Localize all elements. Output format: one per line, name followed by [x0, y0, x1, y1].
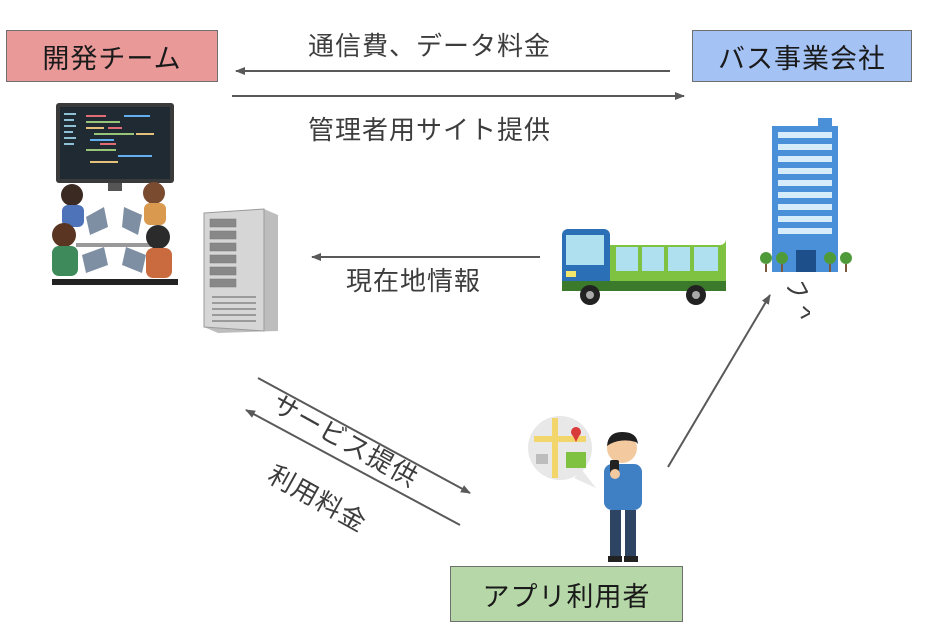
usage-fee-arrow: [245, 409, 461, 526]
app-user-node: アプリ利用者: [450, 566, 683, 622]
bus-illustration: [562, 229, 726, 305]
location-label: 現在地情報: [346, 267, 482, 297]
feedback-arrow: [667, 294, 771, 468]
service-arrow: [257, 377, 471, 494]
bus-company-node: バス事業会社: [692, 30, 912, 82]
dev-team-illustration: [52, 103, 178, 285]
app-user-illustration: [604, 432, 642, 562]
admin-site-label: 管理者用サイト提供: [308, 116, 552, 146]
office-building-illustration: [760, 118, 852, 272]
fee-label: 通信費、データ料金: [308, 32, 552, 62]
feedback-label: フィードバック: [779, 282, 810, 457]
map-pin-illustration: [528, 416, 596, 488]
server-illustration: [203, 208, 278, 333]
dev-team-node: 開発チーム: [6, 30, 218, 82]
